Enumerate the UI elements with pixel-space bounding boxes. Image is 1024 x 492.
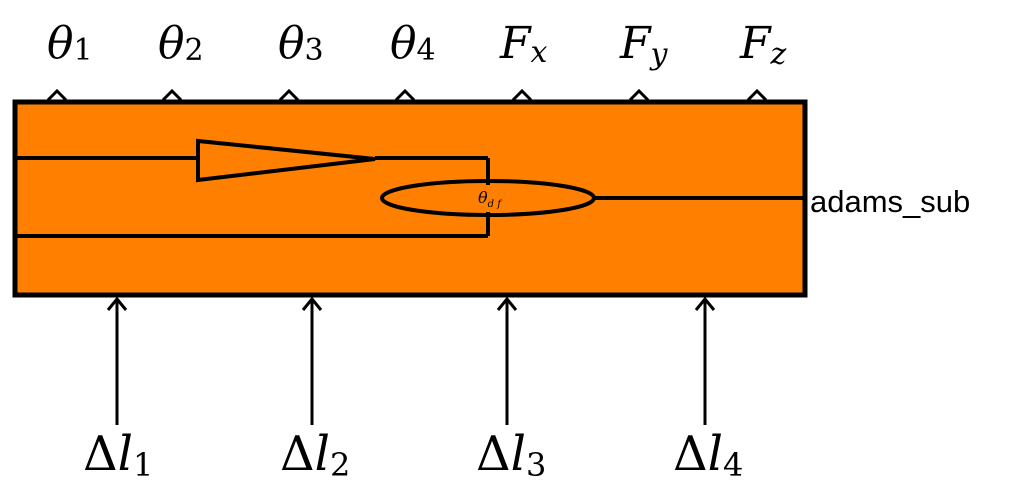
output-port-7 xyxy=(746,88,768,102)
output-label-2: θ2 xyxy=(158,18,204,69)
output-ports xyxy=(46,88,768,102)
input-arrows xyxy=(106,296,716,425)
output-port-1 xyxy=(46,88,68,102)
output-label-7: Fz xyxy=(739,18,787,72)
output-port-4 xyxy=(394,88,416,102)
output-labels: θ1 θ2 θ3 θ4 Fx Fy Fz xyxy=(47,18,787,72)
output-label-6: Fy xyxy=(619,18,669,72)
output-label-3: θ3 xyxy=(278,18,324,69)
output-port-5 xyxy=(511,88,533,102)
output-port-6 xyxy=(628,88,650,102)
input-label-2: Δl2 xyxy=(280,426,350,484)
output-label-4: θ4 xyxy=(390,18,436,69)
output-label-5: Fx xyxy=(499,18,548,70)
input-arrow-3 xyxy=(496,296,518,425)
input-arrow-2 xyxy=(301,296,323,425)
input-labels: Δl1 Δl2 Δl3 Δl4 xyxy=(83,426,743,484)
block-name-label: adams_sub xyxy=(810,184,970,219)
output-label-1: θ1 xyxy=(47,18,93,69)
output-port-2 xyxy=(161,88,183,102)
input-label-1: Δl1 xyxy=(83,426,153,484)
output-port-3 xyxy=(278,88,300,102)
gain-triangle xyxy=(196,138,376,183)
input-arrow-4 xyxy=(694,296,716,425)
input-label-4: Δl4 xyxy=(673,426,743,484)
internal-wiring xyxy=(15,138,805,238)
function-ellipse-label: θd f xyxy=(478,188,503,210)
input-arrow-1 xyxy=(106,296,128,425)
input-label-3: Δl3 xyxy=(476,426,546,484)
